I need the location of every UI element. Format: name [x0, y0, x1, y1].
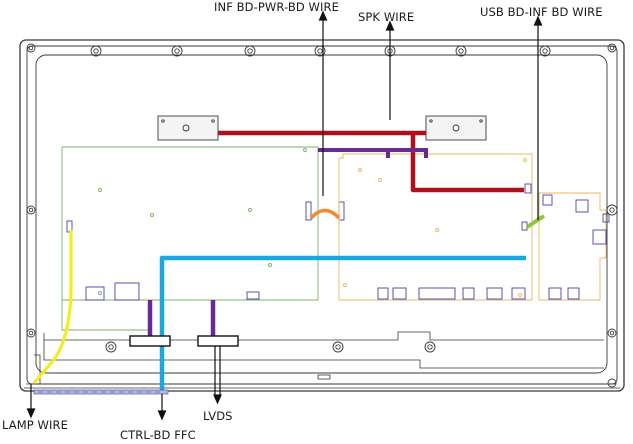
ffc-cables — [129, 300, 239, 347]
power-board-parts — [377, 183, 532, 300]
speaker-right — [425, 115, 487, 141]
lamp-wire — [32, 230, 73, 385]
main-board — [61, 146, 319, 331]
power-board — [338, 153, 533, 301]
lamp-bar — [33, 389, 169, 395]
usb-board — [538, 192, 607, 301]
inf-bd-pwr-bd-wire-label: INF BD-PWR-BD WIRE — [214, 0, 339, 14]
bottom-bracket — [34, 331, 604, 384]
main-board-parts — [66, 201, 345, 301]
inf-pwr-wire-orange — [309, 208, 341, 220]
usb-inf-wire — [525, 214, 546, 229]
inf-pwr-wire-purple — [318, 148, 428, 158]
chassis-frame — [19, 39, 625, 392]
lvds-label: LVDS — [203, 409, 233, 423]
lamp-wire-label: LAMP WIRE — [2, 418, 68, 432]
speaker-left — [157, 115, 219, 141]
lvds-cable — [159, 255, 526, 392]
usb-bd-inf-bd-wire-label: USB BD-INF BD WIRE — [480, 5, 603, 19]
spk-wire — [218, 130, 524, 193]
screw-bosses — [26, 43, 618, 388]
usb-board-parts — [542, 194, 610, 300]
leader-lines — [26, 10, 543, 421]
spk-wire-label: SPK WIRE — [358, 10, 415, 24]
ctrl-bd-ffc-label: CTRL-BD FFC — [120, 428, 196, 442]
